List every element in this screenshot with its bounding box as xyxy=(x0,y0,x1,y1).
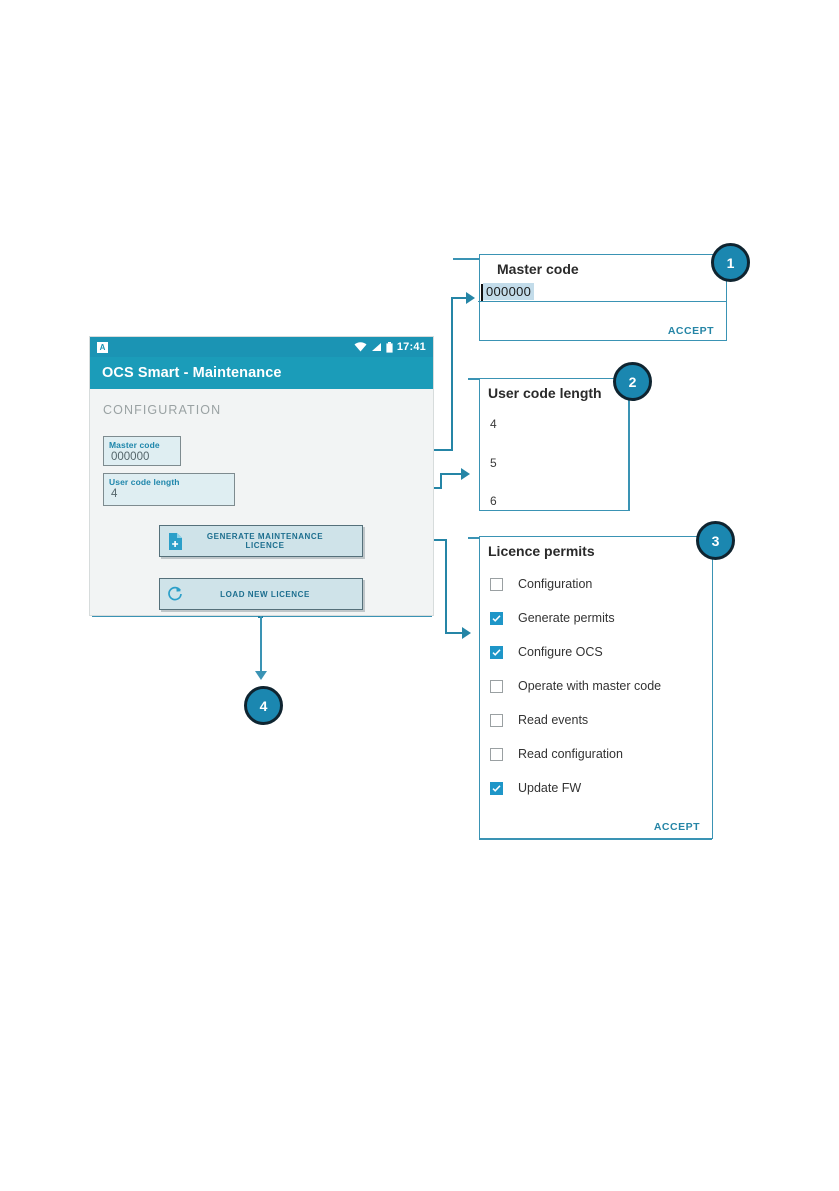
permit-row-operate-with-master-code[interactable]: Operate with master code xyxy=(490,679,661,693)
master-code-field[interactable]: Master code 000000 xyxy=(103,436,181,466)
checkbox-read-events[interactable] xyxy=(490,713,503,727)
permit-label: Read configuration xyxy=(518,747,623,761)
connector-line xyxy=(440,473,464,475)
generate-maintenance-licence-label: GENERATE MAINTENANCE LICENCE xyxy=(206,532,324,550)
file-plus-icon xyxy=(160,532,190,550)
refresh-icon xyxy=(160,586,190,602)
text-caret xyxy=(481,284,483,301)
section-header-configuration: CONFIGURATION xyxy=(103,403,222,417)
permit-row-read-configuration[interactable]: Read configuration xyxy=(490,747,623,761)
android-app-icon: A xyxy=(97,341,108,353)
app-title: OCS Smart - Maintenance xyxy=(102,365,282,381)
wifi-icon xyxy=(354,342,367,352)
dialog-licence-permits: Licence permits Configuration Generate p… xyxy=(479,536,713,839)
checkbox-configure-ocs[interactable] xyxy=(490,645,503,659)
checkbox-configuration[interactable] xyxy=(490,577,503,591)
option-user-code-length-6[interactable]: 6 xyxy=(490,494,497,508)
permit-label: Generate permits xyxy=(518,611,615,625)
checkbox-operate-with-master-code[interactable] xyxy=(490,679,503,693)
dialog-licence-permits-accept-button[interactable]: ACCEPT xyxy=(653,821,700,833)
master-code-label: Master code xyxy=(109,440,160,450)
step-badge-2: 2 xyxy=(613,362,652,401)
dialog-master-code-input-underline xyxy=(478,301,726,303)
status-bar-time: 17:41 xyxy=(396,341,426,353)
connector-arrow-dialog1 xyxy=(466,292,475,304)
connector-line xyxy=(451,297,453,451)
app-bar: OCS Smart - Maintenance xyxy=(90,357,433,389)
dialog-master-code-input[interactable]: 000000 xyxy=(483,283,535,300)
checkbox-generate-permits[interactable] xyxy=(490,611,503,625)
connector-arrow-badge4 xyxy=(255,671,267,680)
permit-label: Operate with master code xyxy=(518,679,662,693)
generate-maintenance-licence-button[interactable]: GENERATE MAINTENANCE LICENCE xyxy=(159,525,363,557)
permit-label: Configuration xyxy=(518,577,593,591)
dialog-user-code-length-title: User code length xyxy=(488,385,602,401)
dialog-master-code: Master code ACCEPT xyxy=(478,254,727,341)
battery-icon xyxy=(386,341,393,353)
permit-row-generate-permits[interactable]: Generate permits xyxy=(490,611,615,625)
connector-arrow-dialog2 xyxy=(461,468,470,480)
user-code-length-value: 4 xyxy=(111,488,118,500)
checkbox-read-configuration[interactable] xyxy=(490,747,503,761)
permit-label: Configure OCS xyxy=(518,645,603,659)
permit-label: Update FW xyxy=(518,781,582,795)
load-new-licence-button[interactable]: LOAD NEW LICENCE xyxy=(159,578,363,610)
dialog-master-code-accept-button[interactable]: ACCEPT xyxy=(667,325,714,337)
user-code-length-field[interactable]: User code length 4 xyxy=(103,473,235,506)
step-badge-4: 4 xyxy=(244,686,283,725)
load-new-licence-label: LOAD NEW LICENCE xyxy=(220,589,310,599)
phone-mockup: A 17:41 OCS Smart - Maintenance CONFIGUR… xyxy=(89,336,434,616)
step-badge-1: 1 xyxy=(711,243,750,282)
permit-label: Read events xyxy=(518,713,589,727)
signal-icon xyxy=(371,342,382,352)
user-code-length-label: User code length xyxy=(109,477,180,487)
permit-row-configure-ocs[interactable]: Configure OCS xyxy=(490,645,603,659)
connector-line xyxy=(445,539,447,634)
option-user-code-length-5[interactable]: 5 xyxy=(490,456,497,470)
dialog-master-code-title: Master code xyxy=(497,261,579,277)
option-user-code-length-4[interactable]: 4 xyxy=(490,417,497,431)
step-badge-3: 3 xyxy=(696,521,735,560)
connector-line xyxy=(440,473,442,489)
checkbox-update-fw[interactable] xyxy=(490,781,503,795)
master-code-value: 000000 xyxy=(111,451,150,463)
connector-line xyxy=(451,297,469,299)
connector-line xyxy=(445,632,465,634)
dialog-licence-permits-title: Licence permits xyxy=(488,543,595,559)
connector-line xyxy=(260,616,262,673)
status-bar: A 17:41 xyxy=(90,337,433,357)
permit-row-read-events[interactable]: Read events xyxy=(490,713,588,727)
dialog-user-code-length: User code length 4 5 6 xyxy=(479,378,629,511)
permit-row-update-fw[interactable]: Update FW xyxy=(490,781,581,795)
permit-row-configuration[interactable]: Configuration xyxy=(490,577,592,591)
connector-arrow-dialog3 xyxy=(462,627,471,639)
